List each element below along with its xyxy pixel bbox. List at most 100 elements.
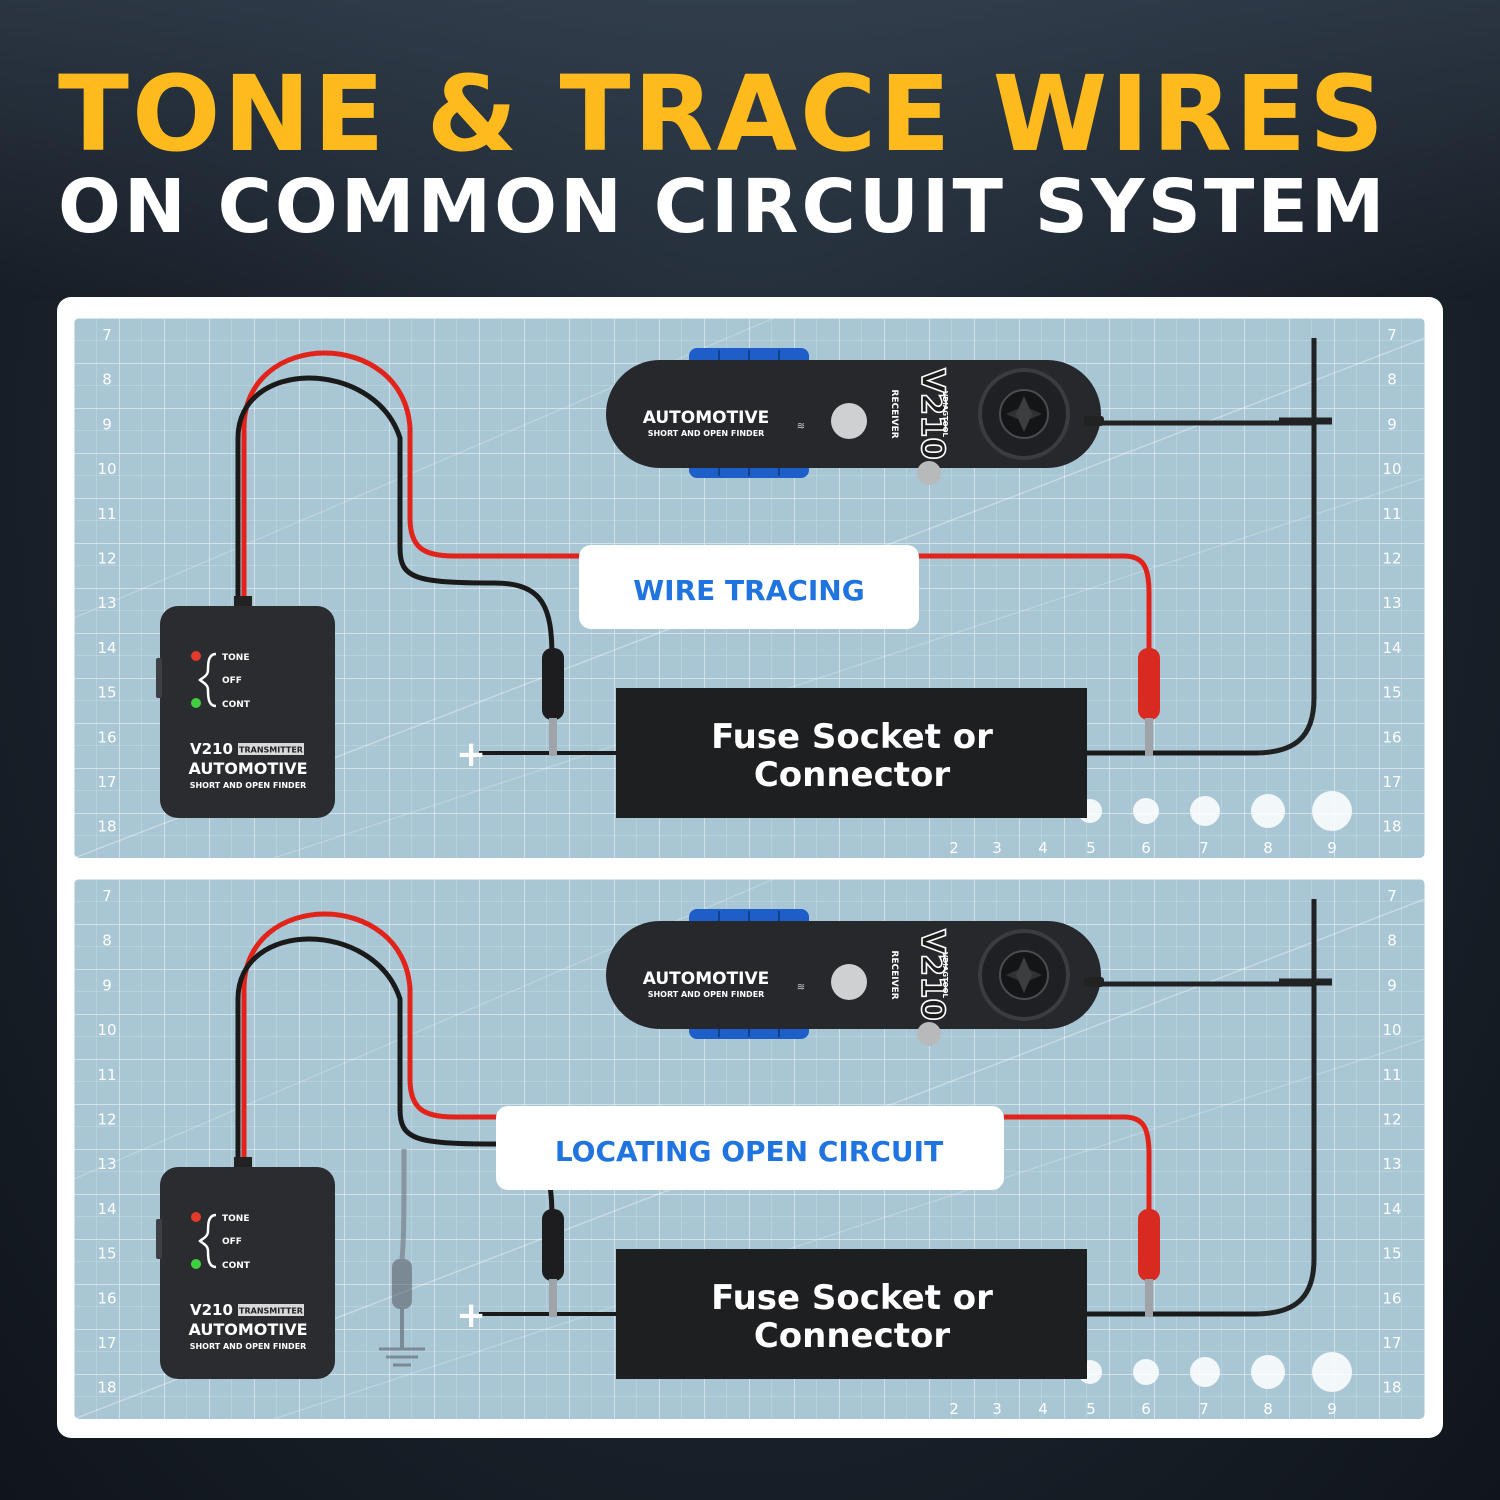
ruler-number: 2 — [949, 839, 959, 857]
transmitter-mode-label: OFF — [222, 676, 242, 686]
mat-hole-gauge — [1078, 791, 1352, 831]
ruler-number: 13 — [1382, 594, 1401, 612]
ruler-number: 4 — [1038, 839, 1048, 857]
background-photo — [0, 0, 1500, 300]
ruler-number: 17 — [97, 1334, 116, 1352]
ruler-number: 14 — [97, 1200, 116, 1218]
red-lead-wire — [241, 911, 1152, 1224]
ruler-number: 9 — [1327, 839, 1337, 857]
ruler-number: 7 — [102, 887, 112, 905]
fuse-socket-box: Fuse Socket or Connector — [616, 1249, 1087, 1379]
ruler-number: 5 — [1086, 839, 1096, 857]
ruler-number: 8 — [102, 932, 112, 950]
ruler-number: 9 — [102, 976, 112, 994]
ruler-number: 9 — [1387, 976, 1397, 994]
red-lead-wire — [241, 350, 1152, 663]
ruler-number: 8 — [1263, 1400, 1273, 1418]
receiver-device: AUTOMOTIVE SHORT AND OPEN FINDER ≋ V210 … — [606, 348, 1104, 485]
signal-icon: ≋ — [797, 982, 805, 993]
ruler-number: 15 — [1382, 1245, 1401, 1263]
red-alligator-clip — [1138, 1209, 1160, 1317]
ruler-number: 11 — [97, 505, 116, 523]
transmitter-badge: TRANSMITTER — [239, 1307, 303, 1316]
receiver-badge: RECEIVER — [889, 950, 899, 999]
ruler-number: 18 — [97, 818, 116, 836]
ruler-number: 4 — [1038, 1400, 1048, 1418]
ruler-number: 8 — [1263, 839, 1273, 857]
red-alligator-clip — [1138, 648, 1160, 756]
transmitter-model: V210 — [190, 740, 233, 758]
cont-led-icon — [191, 1259, 201, 1269]
receiver-brand-logo: VDIAGTOOL — [941, 952, 949, 999]
transmitter-subtitle: SHORT AND OPEN FINDER — [190, 1342, 307, 1351]
ruler-number: 10 — [97, 1021, 116, 1039]
mode-switch-bracket-icon — [198, 1213, 217, 1269]
transmitter-title: AUTOMOTIVE — [188, 1320, 307, 1339]
receiver-model: V210 — [914, 929, 952, 1021]
transmitter-device: TONE OFF CONT V210 TRANSMITTER AUTOMOTIV… — [156, 596, 335, 818]
transmitter-mode-label: TONE — [222, 1214, 249, 1224]
mode-switch-bracket-icon — [198, 652, 217, 708]
ruler-number: 15 — [97, 1245, 116, 1263]
transmitter-subtitle: SHORT AND OPEN FINDER — [190, 781, 307, 790]
ruler-number: 6 — [1141, 1400, 1151, 1418]
ruler-number: 13 — [1382, 1155, 1401, 1173]
black-alligator-clip — [542, 648, 564, 756]
transmitter-badge: TRANSMITTER — [239, 746, 303, 755]
transmitter-title: AUTOMOTIVE — [188, 759, 307, 778]
ruler-number: 11 — [1382, 505, 1401, 523]
ruler-number: 15 — [97, 684, 116, 702]
receiver-subtitle: SHORT AND OPEN FINDER — [648, 429, 765, 438]
transmitter-mode-label: CONT — [222, 1261, 251, 1271]
ruler-number: 16 — [1382, 1289, 1401, 1307]
transmitter-device: TONE OFF CONT V210 TRANSMITTER AUTOMOTIV… — [156, 1157, 335, 1379]
cont-led-icon — [191, 698, 201, 708]
ruler-number: 10 — [1382, 460, 1401, 478]
ruler-number: 7 — [1199, 839, 1209, 857]
mode-label-card: WIRE TRACING — [579, 545, 919, 629]
ruler-number: 7 — [1199, 1400, 1209, 1418]
ruler-number: 5 — [1086, 1400, 1096, 1418]
ruler-number: 2 — [949, 1400, 959, 1418]
ruler-number: 9 — [1327, 1400, 1337, 1418]
ruler-number: 16 — [1382, 728, 1401, 746]
tone-led-icon — [191, 651, 201, 661]
ruler-number: 9 — [1387, 415, 1397, 433]
ruler-number: 7 — [1387, 887, 1397, 905]
receiver-brand-logo: VDIAGTOOL — [941, 391, 949, 438]
ruler-number: 14 — [1382, 639, 1401, 657]
signal-icon: ≋ — [797, 421, 805, 432]
positive-terminal-sign: + — [456, 734, 486, 775]
fuse-socket-label-line1: Fuse Socket or — [711, 717, 993, 757]
fuse-socket-label-line1: Fuse Socket or — [711, 1278, 993, 1318]
mode-label-card: LOCATING OPEN CIRCUIT — [496, 1106, 1004, 1190]
ruler-number: 17 — [1382, 1334, 1401, 1352]
ruler-number: 6 — [1141, 839, 1151, 857]
receiver-device: AUTOMOTIVE SHORT AND OPEN FINDER ≋ V210 … — [606, 909, 1104, 1046]
ruler-number: 10 — [1382, 1021, 1401, 1039]
ruler-number: 7 — [1387, 326, 1397, 344]
ruler-number: 7 — [102, 326, 112, 344]
receiver-subtitle: SHORT AND OPEN FINDER — [648, 990, 765, 999]
ruler-number: 16 — [97, 728, 116, 746]
ruler-number: 11 — [97, 1066, 116, 1084]
ruler-number: 8 — [1387, 371, 1397, 389]
ruler-number: 13 — [97, 1155, 116, 1173]
tone-led-icon — [191, 1212, 201, 1222]
receiver-probe-wire — [1084, 338, 1317, 756]
receiver-badge: RECEIVER — [889, 389, 899, 438]
ground-probe — [379, 1148, 425, 1367]
ruler-number: 12 — [1382, 1111, 1401, 1129]
ruler-number: 14 — [1382, 1200, 1401, 1218]
ruler-number: 8 — [102, 371, 112, 389]
ruler-number: 12 — [97, 1111, 116, 1129]
mode-label-text: WIRE TRACING — [633, 574, 864, 607]
receiver-button-icon — [831, 403, 867, 439]
